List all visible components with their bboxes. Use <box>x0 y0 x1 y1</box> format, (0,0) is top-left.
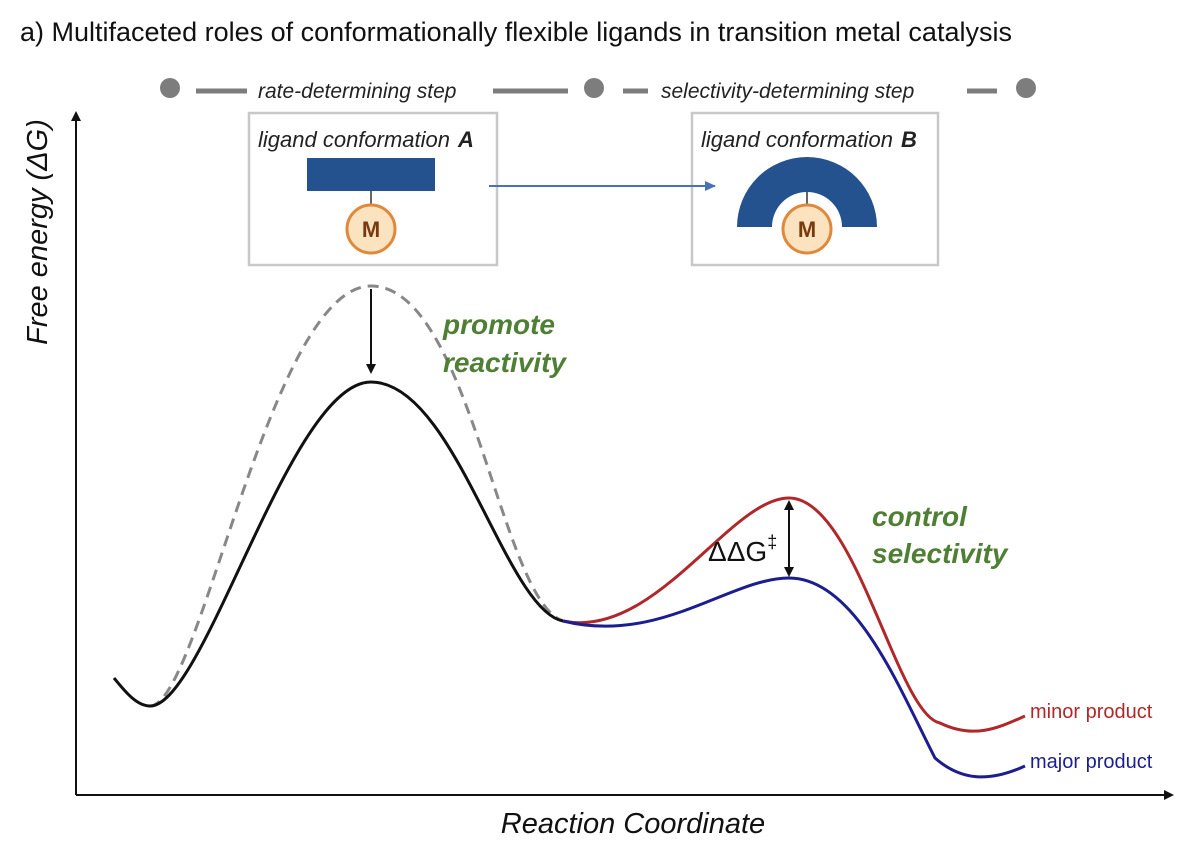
x-axis-label: Reaction Coordinate <box>501 808 765 840</box>
step-node-end <box>1016 78 1036 98</box>
minor-product-label: minor product <box>1030 701 1153 723</box>
control-selectivity-label: control <box>872 501 968 532</box>
figure-title: a) Multifaceted roles of conformationall… <box>20 17 1012 47</box>
y-axis-label: Free energy (ΔG) <box>22 119 54 345</box>
minor-product-curve <box>562 496 1026 733</box>
metal-label: M <box>798 217 816 242</box>
step-label-rate-determining: rate-determining step <box>258 80 456 103</box>
step-bar: rate-determining step selectivity-determ… <box>160 78 1036 103</box>
step-node-middle <box>584 78 604 98</box>
major-product-label: major product <box>1030 751 1153 773</box>
metal-icon <box>345 203 397 255</box>
ligand-flat-icon <box>307 158 435 191</box>
step-label-selectivity-determining: selectivity-determining step <box>661 80 914 103</box>
promote-reactivity-label: reactivity <box>443 347 567 378</box>
metal-icon <box>781 203 833 255</box>
axes <box>71 111 1174 800</box>
major-product-curve <box>562 576 1026 779</box>
metal-label: M <box>362 217 380 242</box>
control-selectivity-label: selectivity <box>872 538 1009 569</box>
rate-determining-curve <box>112 380 564 708</box>
ddg-label: ΔΔG‡ <box>708 532 777 567</box>
step-node-start <box>160 78 180 98</box>
promote-reactivity-label: promote <box>442 309 555 340</box>
